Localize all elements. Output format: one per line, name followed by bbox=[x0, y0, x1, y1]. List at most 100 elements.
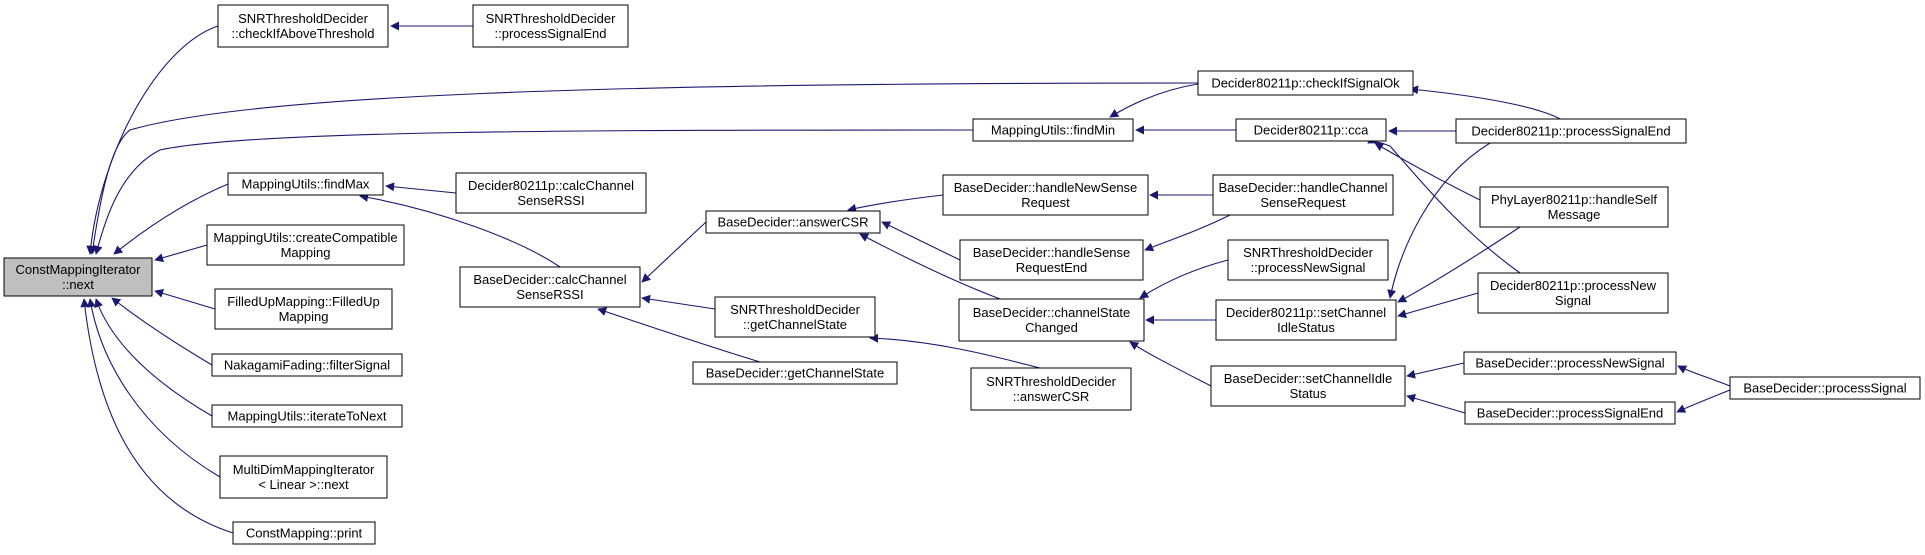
function-node[interactable]: Decider80211p::cca bbox=[1235, 118, 1387, 142]
call-edge bbox=[93, 129, 974, 255]
node-label: Message bbox=[1548, 207, 1601, 222]
function-node[interactable]: MultiDimMappingIterator< Linear >::next bbox=[219, 455, 388, 499]
node-label: IdleStatus bbox=[1277, 320, 1335, 335]
function-node[interactable]: MappingUtils::iterateToNext bbox=[211, 404, 403, 428]
call-edge bbox=[88, 82, 1199, 255]
node-box bbox=[1464, 401, 1676, 425]
function-node[interactable]: Decider80211p::processNewSignal bbox=[1477, 272, 1669, 314]
function-node[interactable]: SNRThresholdDecider::processNewSignal bbox=[1227, 239, 1389, 281]
node-label: BaseDecider::processSignal bbox=[1743, 381, 1906, 396]
function-node[interactable]: FilledUpMapping::FilledUpMapping bbox=[214, 288, 393, 330]
call-edge bbox=[113, 183, 229, 255]
node-box bbox=[942, 174, 1149, 216]
call-edge bbox=[86, 298, 221, 478]
node-label: BaseDecider::setChannelIdle bbox=[1224, 371, 1392, 386]
call-edge bbox=[111, 297, 213, 366]
node-box bbox=[455, 172, 647, 214]
node-box bbox=[958, 298, 1145, 342]
call-edge bbox=[1406, 393, 1466, 414]
node-label: BaseDecider::processNewSignal bbox=[1475, 356, 1664, 371]
node-label: SNRThresholdDecider bbox=[986, 374, 1116, 389]
node-box bbox=[1212, 174, 1394, 216]
function-node[interactable]: Decider80211p::processSignalEnd bbox=[1455, 118, 1687, 144]
call-edge bbox=[881, 221, 961, 261]
node-label: Mapping bbox=[279, 309, 329, 324]
node-label: FilledUpMapping::FilledUp bbox=[227, 294, 379, 309]
node-label: ::processNewSignal bbox=[1251, 260, 1366, 275]
call-edge bbox=[641, 294, 716, 310]
function-node[interactable]: BaseDecider::getChannelState bbox=[692, 361, 898, 385]
node-box bbox=[232, 521, 376, 545]
call-edge bbox=[1406, 362, 1465, 379]
node-label: NakagamiFading::filterSignal bbox=[224, 358, 390, 373]
function-node[interactable]: ConstMapping::print bbox=[232, 521, 376, 545]
node-box bbox=[214, 288, 393, 330]
node-label: Decider80211p::processSignalEnd bbox=[1471, 124, 1670, 139]
node-label: BaseDecider::getChannelState bbox=[706, 366, 885, 381]
node-box bbox=[211, 353, 403, 377]
node-label: BaseDecider::handleNewSense bbox=[954, 180, 1138, 195]
focus-function-node[interactable]: ConstMappingIterator::next bbox=[3, 257, 153, 297]
function-node[interactable]: SNRThresholdDecider::getChannelState bbox=[714, 296, 876, 338]
node-label: RequestEnd bbox=[1016, 260, 1088, 275]
call-edge bbox=[859, 233, 1001, 300]
node-box bbox=[1729, 376, 1921, 400]
node-box bbox=[1215, 299, 1397, 341]
node-label: MappingUtils::createCompatible bbox=[213, 230, 397, 245]
node-label: ::getChannelState bbox=[743, 317, 847, 332]
function-node[interactable]: BaseDecider::processNewSignal bbox=[1463, 351, 1677, 375]
function-node[interactable]: BaseDecider::processSignal bbox=[1729, 376, 1921, 400]
edges-layer bbox=[80, 21, 1731, 534]
node-box bbox=[227, 172, 384, 196]
function-node[interactable]: BaseDecider::answerCSR bbox=[705, 210, 881, 234]
node-label: MappingUtils::findMax bbox=[242, 177, 370, 192]
node-label: Decider80211p::checkIfSignalOk bbox=[1211, 76, 1400, 91]
function-node[interactable]: Decider80211p::checkIfSignalOk bbox=[1197, 70, 1414, 96]
function-node[interactable]: MappingUtils::findMax bbox=[227, 172, 384, 196]
function-node[interactable]: SNRThresholdDecider::answerCSR bbox=[970, 367, 1132, 411]
node-label: BaseDecider::answerCSR bbox=[717, 215, 868, 230]
node-box bbox=[219, 455, 388, 499]
node-label: Signal bbox=[1555, 293, 1591, 308]
node-label: SenseRSSI bbox=[516, 287, 583, 302]
node-label: ::next bbox=[62, 277, 94, 292]
function-node[interactable]: SNRThresholdDecider::checkIfAboveThresho… bbox=[217, 4, 389, 48]
node-label: Request bbox=[1021, 195, 1070, 210]
function-node[interactable]: NakagamiFading::filterSignal bbox=[211, 353, 403, 377]
node-box bbox=[959, 239, 1144, 281]
node-label: SNRThresholdDecider bbox=[486, 11, 616, 26]
call-edge bbox=[1129, 341, 1212, 387]
call-edge bbox=[154, 244, 208, 263]
node-label: SNRThresholdDecider bbox=[1243, 245, 1373, 260]
call-edge bbox=[385, 182, 457, 194]
node-box bbox=[1197, 70, 1414, 96]
function-node[interactable]: BaseDecider::processSignalEnd bbox=[1464, 401, 1676, 425]
call-edge bbox=[86, 25, 219, 255]
node-label: ::answerCSR bbox=[1013, 389, 1090, 404]
node-box bbox=[1477, 272, 1669, 314]
call-edge bbox=[597, 307, 761, 363]
node-label: BaseDecider::channelState bbox=[973, 305, 1131, 320]
node-label: BaseDecider::processSignalEnd bbox=[1477, 406, 1663, 421]
node-label: ::processSignalEnd bbox=[494, 26, 606, 41]
call-edge bbox=[641, 221, 707, 283]
call-edge bbox=[1374, 142, 1481, 201]
call-edge bbox=[359, 192, 561, 268]
node-label: MultiDimMappingIterator bbox=[233, 462, 375, 477]
node-label: BaseDecider::calcChannel bbox=[473, 272, 626, 287]
node-box bbox=[206, 224, 405, 266]
function-node[interactable]: SNRThresholdDecider::processSignalEnd bbox=[472, 4, 629, 48]
call-edge bbox=[1677, 365, 1731, 387]
function-node[interactable]: MappingUtils::findMin bbox=[972, 118, 1134, 142]
